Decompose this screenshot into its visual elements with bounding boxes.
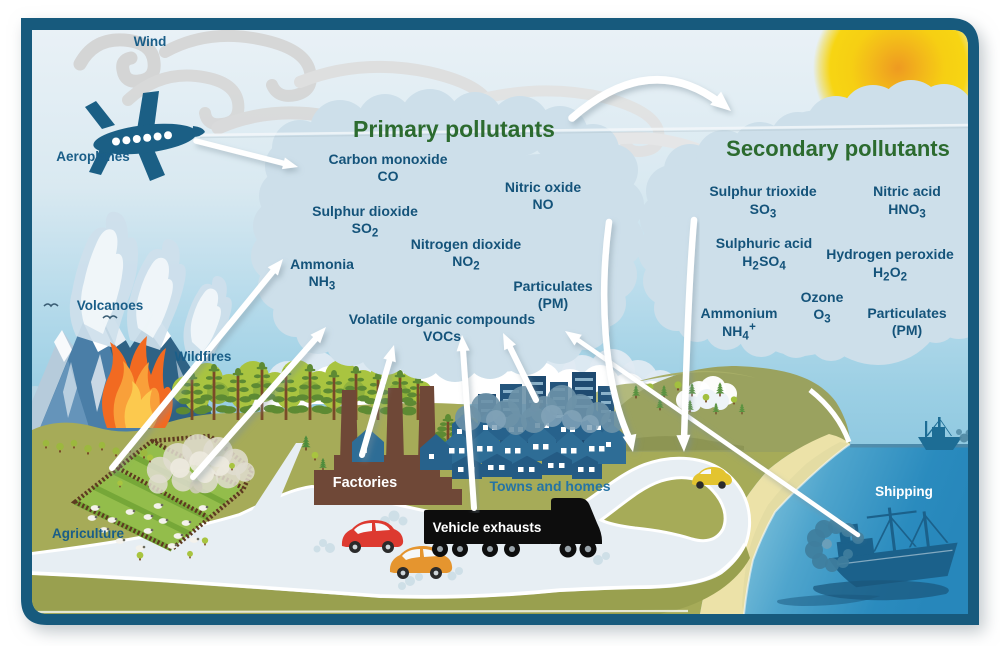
svg-text:Carbon monoxide: Carbon monoxide: [328, 151, 447, 167]
svg-text:Wind: Wind: [134, 34, 167, 49]
svg-text:Hydrogen peroxide: Hydrogen peroxide: [826, 246, 954, 262]
svg-text:NO: NO: [533, 196, 554, 212]
svg-text:Wildfires: Wildfires: [175, 349, 232, 364]
svg-text:Sulphuric acid: Sulphuric acid: [716, 235, 812, 251]
svg-text:Particulates: Particulates: [513, 278, 593, 294]
svg-text:O3: O3: [813, 306, 830, 326]
svg-text:Ammonia: Ammonia: [290, 256, 354, 272]
svg-text:Ammonium: Ammonium: [701, 305, 778, 321]
svg-text:CO: CO: [378, 168, 399, 184]
svg-text:VOCs: VOCs: [423, 328, 461, 344]
svg-text:Nitrogen dioxide: Nitrogen dioxide: [411, 236, 522, 252]
svg-text:HNO3: HNO3: [888, 201, 926, 221]
svg-text:Ozone: Ozone: [801, 289, 844, 305]
svg-text:Sulphur trioxide: Sulphur trioxide: [709, 183, 817, 199]
svg-text:SO2: SO2: [352, 220, 379, 240]
svg-text:H2 O2: H2 O2: [873, 264, 907, 284]
svg-text:Agriculture: Agriculture: [52, 526, 125, 541]
svg-text:Towns and homes: Towns and homes: [489, 478, 610, 494]
svg-text:NO2: NO2: [452, 253, 479, 273]
svg-text:Primary pollutants: Primary pollutants: [353, 116, 555, 142]
svg-text:NH4 +: NH4 +: [722, 322, 756, 343]
svg-text:Secondary pollutants: Secondary pollutants: [726, 136, 950, 161]
svg-text:Nitric acid: Nitric acid: [873, 183, 941, 199]
svg-text:Aeroplanes: Aeroplanes: [56, 149, 130, 164]
svg-text:SO3: SO3: [750, 201, 777, 221]
svg-text:(PM): (PM): [538, 295, 568, 311]
svg-text:Shipping: Shipping: [875, 484, 933, 499]
svg-text:(PM): (PM): [892, 322, 922, 338]
svg-text:Volcanoes: Volcanoes: [77, 298, 144, 313]
svg-text:Factories: Factories: [333, 475, 397, 491]
svg-text:Volatile organic compounds: Volatile organic compounds: [349, 311, 536, 327]
svg-text:Particulates: Particulates: [867, 305, 947, 321]
svg-text:Nitric oxide: Nitric oxide: [505, 179, 581, 195]
svg-text:H2 SO4: H2 SO4: [742, 253, 786, 273]
svg-text:Sulphur dioxide: Sulphur dioxide: [312, 203, 418, 219]
svg-text:Vehicle exhausts: Vehicle exhausts: [433, 520, 542, 535]
svg-text:NH3: NH3: [309, 273, 336, 293]
